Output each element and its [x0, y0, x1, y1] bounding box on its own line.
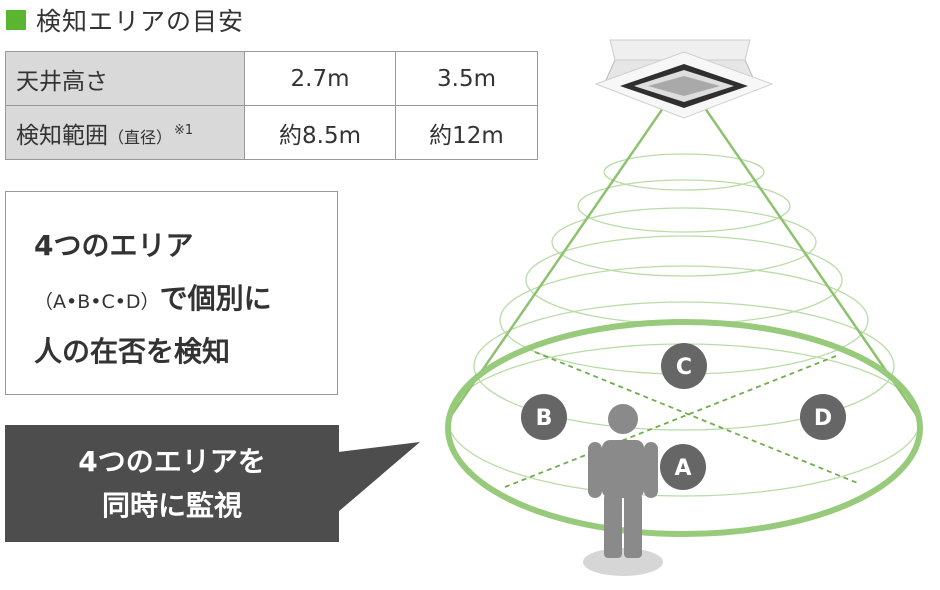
svg-text:C: C	[676, 355, 692, 380]
footnote-mark: ※1	[174, 122, 194, 138]
zone-dividers	[504, 351, 861, 488]
row-header-ceiling-height: 天井高さ	[5, 51, 245, 106]
person-icon	[583, 404, 663, 576]
zone-badge-b: B	[521, 394, 567, 440]
cell-detection-range-2: 約12m	[395, 105, 538, 160]
detection-cone-outline	[446, 97, 922, 421]
svg-text:A: A	[674, 456, 691, 481]
svg-text:B: B	[536, 406, 553, 431]
section-heading: 検知エリアの目安	[6, 4, 244, 36]
callout-line-2: 同時に監視	[101, 488, 242, 522]
table-row: 天井高さ 2.7m 3.5m	[5, 51, 538, 106]
feature-line-2: （A•B•C•D）で個別に	[34, 282, 272, 315]
heading-marker-icon	[6, 10, 26, 30]
zone-badge-a: A	[660, 444, 706, 490]
heading-title: 検知エリアの目安	[36, 7, 245, 36]
zone-badge-d: D	[800, 394, 846, 440]
feature-line-1: 4つのエリア	[34, 229, 194, 262]
table-row: 検知範囲（直径）※1 約8.5m 約12m	[5, 105, 538, 160]
feature-line-3: 人の在否を検知	[34, 335, 231, 368]
callout-box: 4つのエリアを 同時に監視	[5, 425, 339, 542]
ceiling-unit-icon	[594, 39, 774, 119]
zone-badge-c: C	[661, 343, 707, 389]
spec-table: 天井高さ 2.7m 3.5m 検知範囲（直径）※1 約8.5m 約12m	[5, 51, 538, 160]
row-header-detection-range: 検知範囲（直径）※1	[5, 105, 245, 160]
detection-area-boundary	[445, 319, 923, 537]
cell-ceiling-height-2: 3.5m	[395, 51, 538, 106]
cell-ceiling-height-1: 2.7m	[244, 51, 396, 106]
feature-box: 4つのエリア （A•B•C•D）で個別に 人の在否を検知	[5, 191, 338, 395]
cell-detection-range-1: 約8.5m	[244, 105, 396, 160]
svg-text:D: D	[814, 406, 832, 431]
callout-line-1: 4つのエリアを	[78, 444, 266, 478]
